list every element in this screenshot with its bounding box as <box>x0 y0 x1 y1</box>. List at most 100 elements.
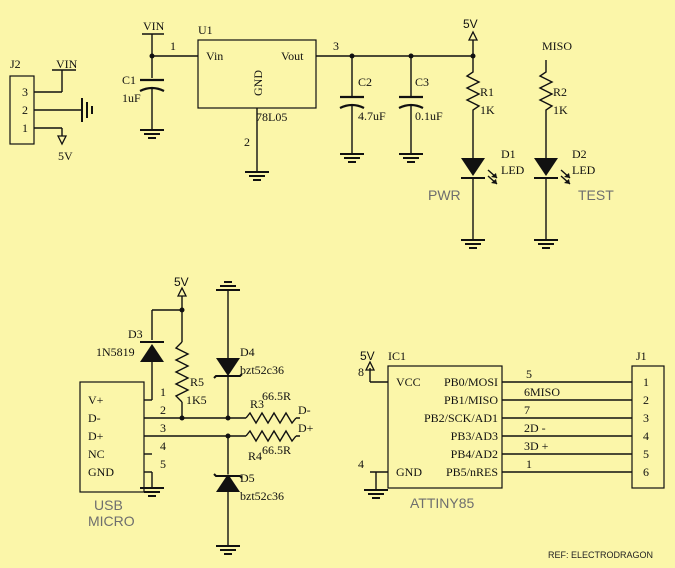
resistor-r1 <box>465 56 481 158</box>
r2-value: 1K <box>553 103 568 117</box>
ic1-pin-pb5: PB5/nRES <box>446 465 498 479</box>
ic1-gnd: GND <box>396 465 422 479</box>
r5-ref: R5 <box>190 375 204 389</box>
power-wires <box>142 33 476 166</box>
c1-value: 1uF <box>122 91 141 105</box>
miso-net-label: MISO <box>542 39 572 53</box>
resistor-r3 <box>245 411 297 425</box>
d5-value: bzt52c36 <box>240 489 284 503</box>
capacitor-c2 <box>339 56 365 148</box>
ic1-vcc: VCC <box>396 375 421 389</box>
r4-net: D+ <box>298 421 314 435</box>
u1-pin1: 1 <box>170 39 176 53</box>
r3-net: D- <box>298 403 311 417</box>
led-d1 <box>461 158 498 234</box>
usb-pin-nc: NC <box>88 447 105 461</box>
u1-pin3: 3 <box>333 39 339 53</box>
ic1-pin-pb2: PB2/SCK/AD1 <box>424 411 498 425</box>
usb-num-4: 4 <box>160 439 166 453</box>
r4-value: 66.5R <box>262 443 291 457</box>
usb-num-3: 3 <box>160 421 166 435</box>
u1-ref: U1 <box>198 23 213 37</box>
d2-value: LED <box>572 163 596 177</box>
r3-value: 66.5R <box>262 389 291 403</box>
ic1-part: ATTINY85 <box>410 495 475 511</box>
j1-pin-3: 3 <box>643 411 649 425</box>
r3-ref: R3 <box>250 397 264 411</box>
d3-ref: D3 <box>128 327 143 341</box>
j1-pin-2: 2 <box>643 393 649 407</box>
ic1-5v-label: 5V <box>360 349 375 363</box>
r2-ref: R2 <box>553 85 567 99</box>
diode-d3 <box>140 341 164 362</box>
wire-label-6: 1 <box>526 457 532 471</box>
resistor-r2 <box>538 60 554 158</box>
usb-caption-2: MICRO <box>88 513 135 529</box>
u1-vin-label: Vin <box>206 49 223 63</box>
usb-connector <box>79 381 145 493</box>
c1-ref: C1 <box>122 73 136 87</box>
usb-pin-gnd: GND <box>88 465 114 479</box>
c3-ref: C3 <box>415 75 429 89</box>
ic1-pin-pb1: PB1/MISO <box>444 393 498 407</box>
zener-d4 <box>213 358 243 379</box>
r1-ref: R1 <box>480 85 494 99</box>
usb-num-1: 1 <box>160 385 166 399</box>
j1-pin-4: 4 <box>643 429 649 443</box>
attiny85-ic <box>387 365 503 489</box>
ic1-gnd-pin: 4 <box>358 457 364 471</box>
j1-ref: J1 <box>636 349 647 363</box>
usb-5v-label: 5V <box>174 275 189 289</box>
reference-footer: REF: ELECTRODRAGON <box>548 550 653 560</box>
ic1-pin-pb4: PB4/AD2 <box>451 447 498 461</box>
capacitor-c3 <box>398 56 424 148</box>
c2-value: 4.7uF <box>358 109 386 123</box>
d4-ref: D4 <box>240 345 255 359</box>
usb-pin-dplus: D+ <box>88 429 104 443</box>
regulator-u1 <box>197 39 317 109</box>
vin-net-label: VIN <box>143 19 165 33</box>
u1-gnd-label: GND <box>251 70 265 96</box>
usb-caption-1: USB <box>94 497 123 513</box>
pwr-caption: PWR <box>428 187 461 203</box>
c3-value: 0.1uF <box>415 109 443 123</box>
capacitor-c1 <box>139 78 165 124</box>
connector-j1 <box>631 365 665 489</box>
u1-part: 78L05 <box>256 110 287 124</box>
wire-label-2: 6MISO <box>524 385 560 399</box>
connector-j2 <box>9 69 93 145</box>
r4-ref: R4 <box>248 449 262 463</box>
d4-value: bzt52c36 <box>240 363 284 377</box>
d5-ref: D5 <box>240 471 255 485</box>
c2-ref: C2 <box>358 75 372 89</box>
usb-pin-dminus: D- <box>88 411 101 425</box>
r1-value: 1K <box>480 103 495 117</box>
j2-pin-2: 2 <box>22 103 28 117</box>
ic1-vcc-pin: 8 <box>358 365 364 379</box>
u1-pin2: 2 <box>244 135 250 149</box>
u1-vout-label: Vout <box>281 49 304 63</box>
j1-pin-1: 1 <box>643 375 649 389</box>
j2-5v-label: 5V <box>58 149 73 163</box>
d1-ref: D1 <box>501 147 516 161</box>
j1-pin-6: 6 <box>643 465 649 479</box>
usb-num-2: 2 <box>160 403 166 417</box>
test-caption: TEST <box>578 187 614 203</box>
led-d2 <box>534 158 571 234</box>
wire-label-5: 3D + <box>524 439 549 453</box>
j2-ref: J2 <box>10 57 21 71</box>
five-v-net-label: 5V <box>463 17 478 31</box>
ic1-pin-pb3: PB3/AD3 <box>451 429 498 443</box>
usb-pin-vplus: V+ <box>88 393 104 407</box>
wire-label-1: 5 <box>526 367 532 381</box>
resistor-r5 <box>174 341 190 403</box>
d3-value: 1N5819 <box>96 345 135 359</box>
j1-pin-5: 5 <box>643 447 649 461</box>
ic1-pin-pb0: PB0/MOSI <box>444 375 498 389</box>
usb-num-5: 5 <box>160 457 166 471</box>
r5-value: 1K5 <box>186 393 207 407</box>
j2-vin-label: VIN <box>56 57 78 71</box>
ic1-ref: IC1 <box>388 349 406 363</box>
